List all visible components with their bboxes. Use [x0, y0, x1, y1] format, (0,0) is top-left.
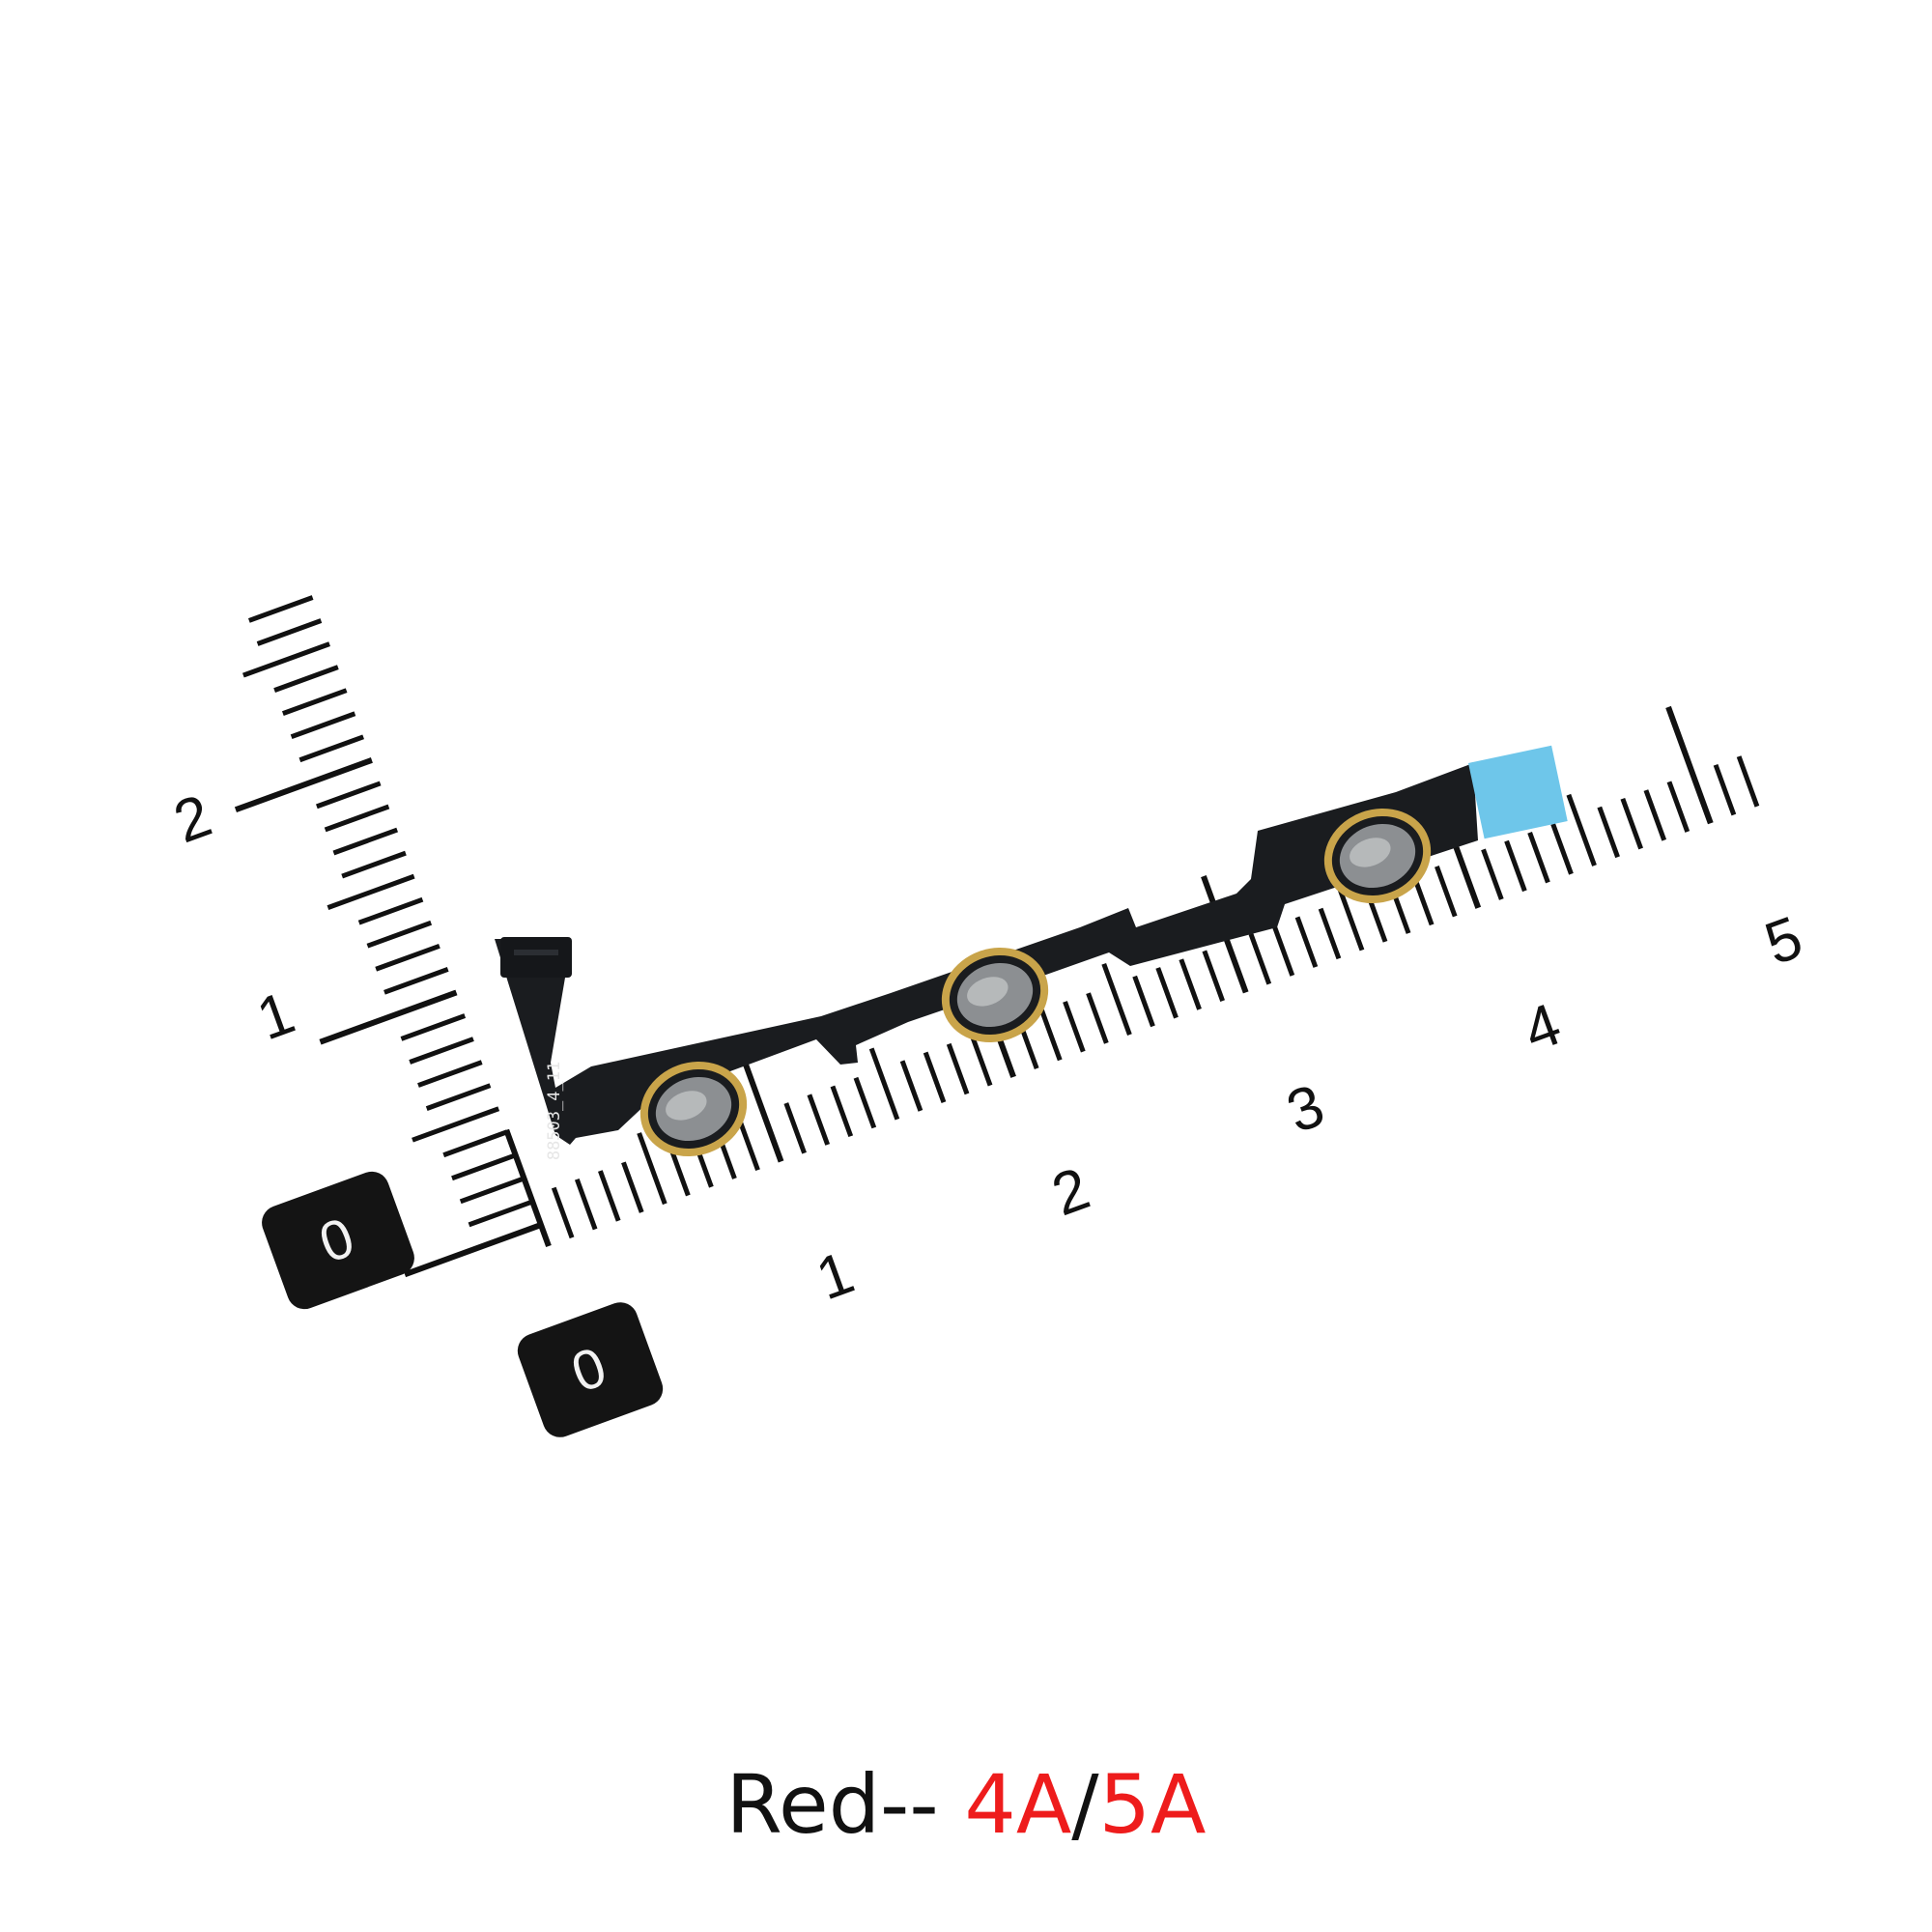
caption-model-a: 4A	[964, 1757, 1072, 1852]
vertical-ruler-tick	[400, 1013, 467, 1041]
horizontal-ruler-tick	[1527, 831, 1550, 884]
horizontal-ruler-tick	[737, 1119, 760, 1172]
horizontal-ruler-tick	[1597, 806, 1620, 859]
volume-power-flex-cable: 88503_4_11	[495, 745, 1568, 1160]
horizontal-ruler-tick	[1202, 950, 1225, 1002]
button-pad-3	[1323, 808, 1432, 904]
vertical-ruler-tick	[412, 1106, 500, 1143]
horizontal-ruler-tick	[1132, 975, 1155, 1028]
button-pad-1	[639, 1061, 748, 1157]
horizontal-ruler-tick	[853, 1076, 877, 1129]
horizontal-ruler-tick	[1566, 793, 1597, 867]
horizontal-ruler-tick	[1063, 1001, 1086, 1053]
vertical-ruler-tick	[242, 641, 330, 678]
zero-badge-vertical	[262, 1171, 414, 1310]
vertical-ruler-tick	[316, 781, 382, 810]
horizontal-ruler-tick	[1666, 781, 1690, 833]
horizontal-ruler-tick	[1086, 992, 1109, 1044]
horizontal-ruler-tick	[868, 1047, 900, 1121]
vertical-ruler-tick	[425, 1083, 492, 1111]
horizontal-ruler-tick	[1248, 933, 1272, 985]
horizontal-ruler-tick	[1504, 839, 1527, 893]
vertical-label-2: 2	[166, 782, 220, 857]
caption-prefix: Red--	[725, 1757, 965, 1852]
vertical-ruler-tick	[327, 873, 415, 910]
horizontal-ruler-tick	[807, 1094, 831, 1146]
horizontal-ruler-tick	[1713, 763, 1737, 816]
horizontal-ruler-tick	[1665, 705, 1714, 825]
horizontal-ruler-tick	[503, 1128, 552, 1248]
horizontal-ruler-tick	[1155, 967, 1179, 1019]
horizontal-ruler-tick	[783, 1102, 807, 1154]
vertical-ruler-tick	[341, 850, 407, 879]
cable-connector	[500, 937, 572, 978]
button-pad-2	[941, 947, 1049, 1043]
caption-model-b: 5A	[1098, 1757, 1207, 1852]
blue-adhesive-tab	[1468, 745, 1568, 839]
cable-body	[495, 763, 1478, 1145]
vertical-ruler-tick	[298, 734, 364, 763]
horizontal-label-1: 1	[809, 1239, 863, 1314]
zero-badge-horizontal	[517, 1302, 664, 1437]
horizontal-label-3: 3	[1279, 1072, 1333, 1147]
vertical-ruler-tick	[459, 1176, 526, 1205]
vertical-ruler-tick	[332, 827, 399, 856]
vertical-ruler-tick	[384, 967, 449, 995]
horizontal-label-4: 4	[1516, 991, 1570, 1065]
horizontal-ruler-tick	[551, 1186, 575, 1239]
horizontal-ruler-tick	[899, 1060, 923, 1112]
vertical-ruler-tick	[451, 1152, 517, 1181]
horizontal-ruler-tick	[574, 1178, 598, 1231]
horizontal-label-5: 5	[1757, 904, 1811, 979]
horizontal-ruler-tick	[1039, 1009, 1063, 1062]
horizontal-ruler: 0 1 2 3 4 5	[503, 705, 1811, 1437]
vertical-ruler-tick	[324, 804, 390, 833]
vertical-ruler-tick	[281, 688, 348, 716]
horizontal-ruler-tick	[1271, 924, 1295, 977]
vertical-ruler-tick	[404, 1222, 543, 1278]
vertical-ruler-tick	[247, 595, 314, 623]
horizontal-ruler-tick	[1620, 797, 1643, 850]
horizontal-ruler-tick	[637, 1132, 668, 1206]
vertical-ruler-tick	[375, 943, 440, 972]
horizontal-ruler-tick	[923, 1051, 947, 1104]
horizontal-ruler-tick	[1294, 916, 1319, 968]
vertical-ruler-tick	[409, 1037, 474, 1065]
product-caption: Red-- 4A/5A	[0, 1756, 1932, 1853]
vertical-ruler-tick	[357, 896, 424, 925]
horizontal-ruler-tick	[598, 1170, 621, 1222]
horizontal-ruler-tick	[1481, 848, 1504, 900]
horizontal-ruler-tick	[1736, 755, 1760, 808]
horizontal-ruler-tick	[1318, 907, 1342, 960]
horizontal-ruler-tick	[830, 1085, 854, 1138]
caption-separator: /	[1071, 1757, 1099, 1852]
vertical-ruler-tick	[256, 618, 323, 646]
vertical-ruler-tick	[273, 665, 339, 693]
horizontal-ruler-tick	[1179, 958, 1202, 1010]
horizontal-label-2: 2	[1044, 1155, 1098, 1230]
vertical-ruler: 0 1 2	[166, 595, 543, 1310]
horizontal-ruler-tick	[1643, 789, 1667, 841]
vertical-ruler-tick	[468, 1199, 534, 1228]
vertical-ruler-tick	[234, 757, 373, 812]
vertical-ruler-tick	[417, 1060, 483, 1088]
vertical-label-1: 1	[249, 980, 303, 1054]
horizontal-ruler-tick	[1435, 866, 1458, 918]
horizontal-ruler-tick	[1550, 823, 1574, 875]
part-number-print: 88503_4_11	[545, 1062, 564, 1160]
horizontal-ruler-tick	[946, 1042, 970, 1095]
vertical-ruler-tick	[366, 920, 433, 949]
horizontal-ruler-tick	[969, 1035, 993, 1087]
vertical-ruler-tick	[442, 1129, 508, 1158]
horizontal-ruler-tick	[1101, 962, 1132, 1036]
horizontal-ruler-tick	[621, 1161, 644, 1213]
vertical-ruler-tick	[290, 711, 356, 740]
vertical-ruler-tick	[319, 989, 458, 1045]
